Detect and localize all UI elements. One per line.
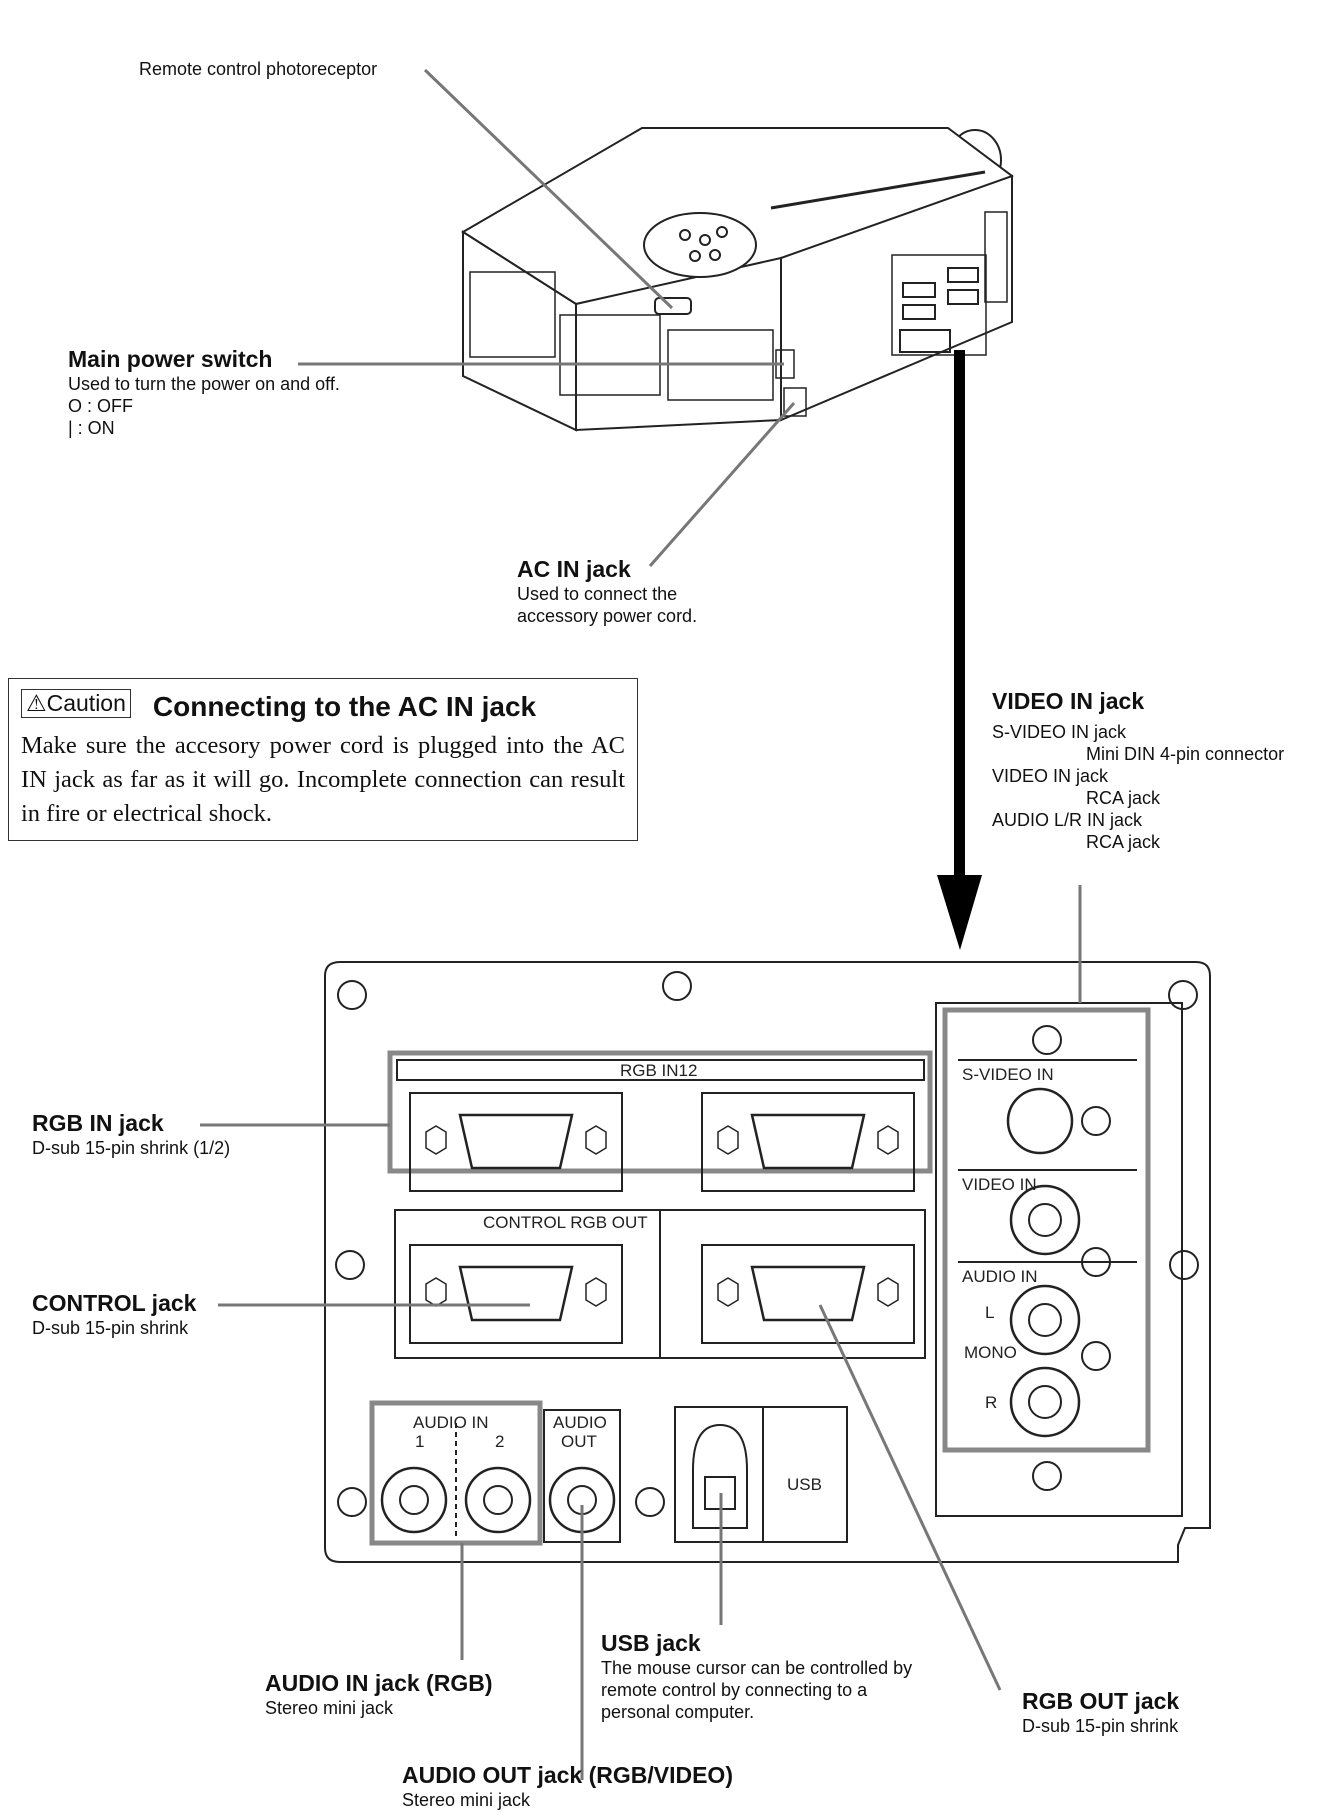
rgb-out-label: RGB OUT jack D-sub 15-pin shrink bbox=[1022, 1688, 1180, 1736]
svg-text:OUT: OUT bbox=[561, 1432, 597, 1451]
leader-lines-panel bbox=[200, 885, 1082, 1780]
svg-text:VIDEO IN: VIDEO IN bbox=[962, 1175, 1037, 1194]
rear-panel bbox=[324, 961, 1211, 1563]
svg-text:AUDIO IN: AUDIO IN bbox=[962, 1267, 1038, 1286]
leader-lines-upper bbox=[298, 68, 796, 567]
svg-text:USB: USB bbox=[787, 1475, 822, 1494]
projector-illustration bbox=[461, 127, 1014, 432]
caution-tag: ⚠Caution bbox=[21, 689, 131, 718]
svg-text:S-VIDEO IN: S-VIDEO IN bbox=[962, 1065, 1054, 1084]
svg-text:RGB IN12: RGB IN12 bbox=[620, 1061, 697, 1080]
acin-label: AC IN jack Used to connect the accessory… bbox=[517, 556, 698, 626]
usb-label: USB jack The mouse cursor can be control… bbox=[601, 1630, 913, 1722]
svg-text:L: L bbox=[985, 1303, 994, 1322]
down-arrow bbox=[937, 350, 982, 950]
svg-text:R: R bbox=[985, 1393, 997, 1412]
svg-text:AUDIO IN: AUDIO IN bbox=[413, 1413, 489, 1432]
svg-text:CONTROL RGB OUT: CONTROL RGB OUT bbox=[483, 1213, 648, 1232]
svg-text:MONO: MONO bbox=[964, 1343, 1017, 1362]
video-in-label: VIDEO IN jack S-VIDEO IN jack Mini DIN 4… bbox=[992, 688, 1285, 852]
control-label: CONTROL jack D-sub 15-pin shrink bbox=[32, 1290, 197, 1338]
remote-label: Remote control photoreceptor bbox=[139, 59, 378, 79]
power-label: Main power switch Used to turn the power… bbox=[68, 346, 340, 438]
caution-box: ⚠Caution Connecting to the AC IN jack Mak… bbox=[8, 678, 638, 841]
audio-out-label: AUDIO OUT jack (RGB/VIDEO) Stereo mini j… bbox=[402, 1762, 733, 1810]
audio-in-rgb-label: AUDIO IN jack (RGB) Stereo mini jack bbox=[265, 1670, 493, 1718]
caution-body: Make sure the accesory power cord is plu… bbox=[21, 731, 625, 827]
svg-text:1: 1 bbox=[415, 1432, 424, 1451]
svg-text:AUDIO: AUDIO bbox=[553, 1413, 607, 1432]
svg-text:2: 2 bbox=[495, 1432, 504, 1451]
panel-labels: RGB IN12 CONTROL RGB OUT S-VIDEO IN VIDE… bbox=[413, 1061, 1054, 1494]
caution-heading: Connecting to the AC IN jack bbox=[152, 690, 537, 722]
rgb-in-label: RGB IN jack D-sub 15-pin shrink (1/2) bbox=[32, 1110, 231, 1158]
